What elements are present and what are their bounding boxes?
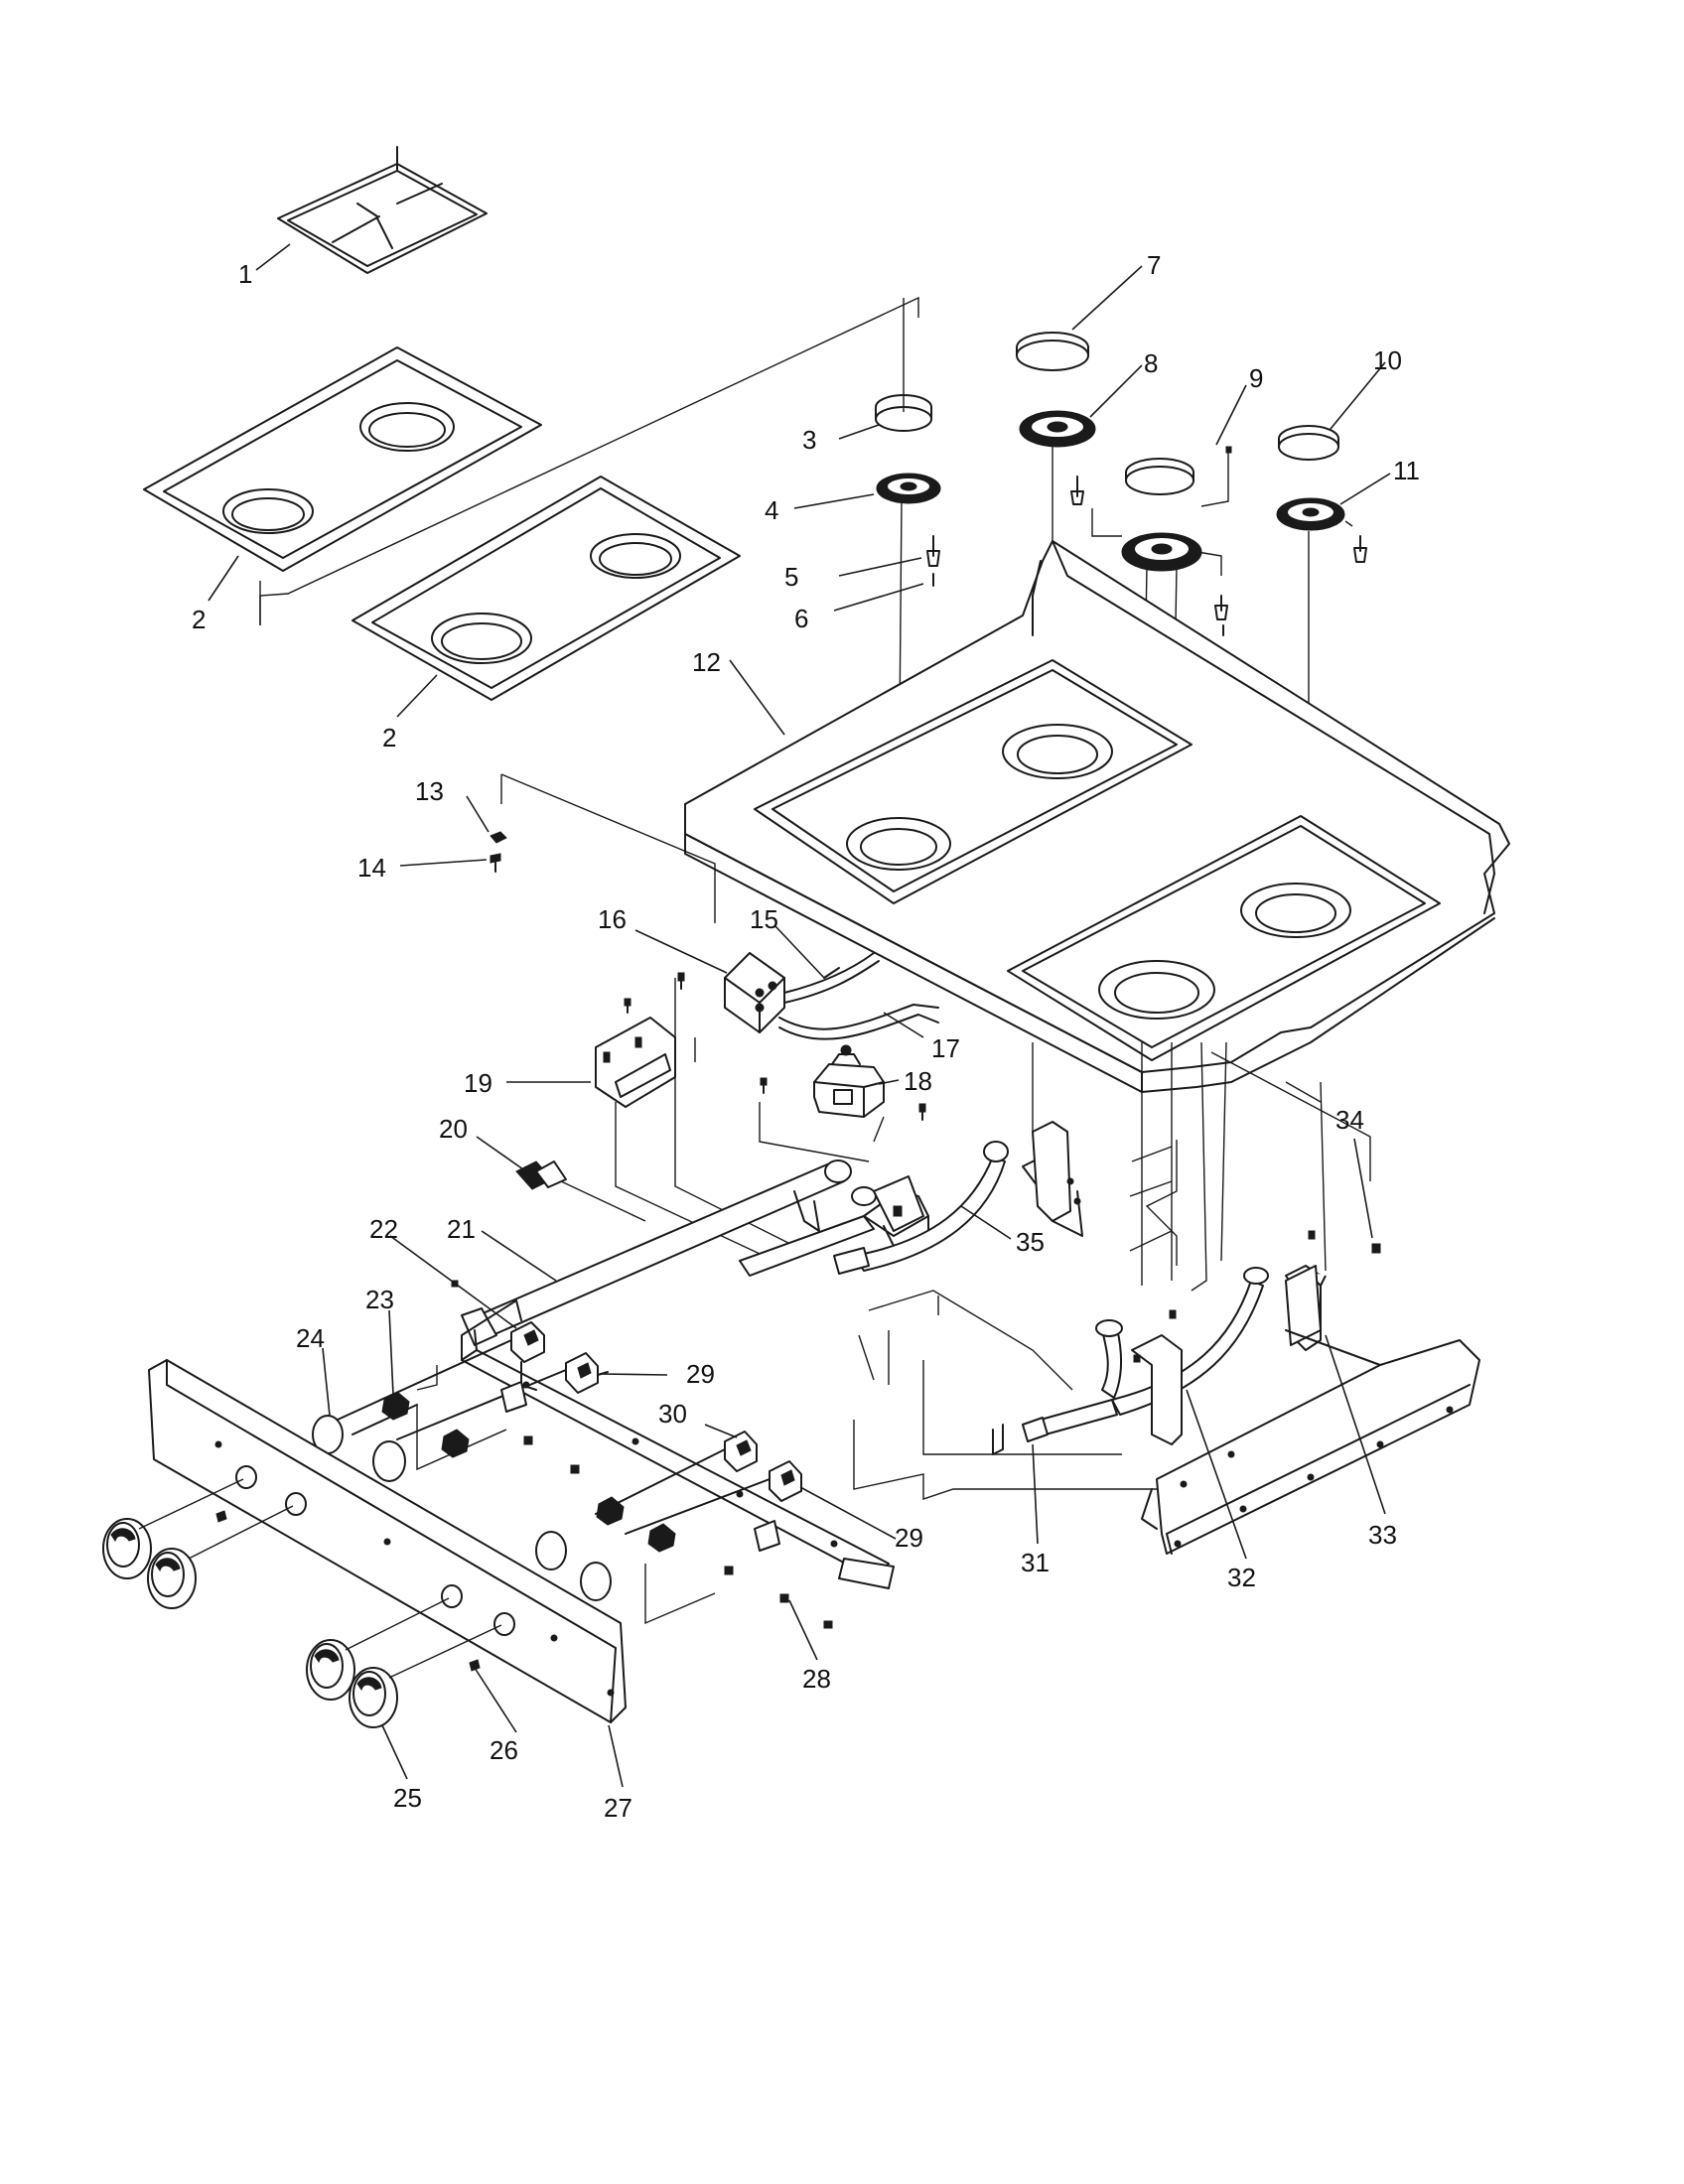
callout-17: 17 — [931, 1033, 960, 1063]
bracket-19 — [595, 1017, 676, 1108]
callout-2-upper: 2 — [192, 605, 206, 634]
nut-13 — [490, 831, 507, 844]
bracket-33 — [1285, 1265, 1322, 1346]
callout-32: 32 — [1227, 1563, 1256, 1592]
callout-12: 12 — [692, 647, 721, 677]
callout-34: 34 — [1335, 1105, 1364, 1135]
base-pan-outline — [853, 1041, 1480, 1555]
burner-tube-left-long — [461, 1160, 852, 1346]
callout-16: 16 — [598, 904, 627, 934]
callout-9: 9 — [1249, 363, 1263, 393]
burner-head-4 — [876, 473, 941, 504]
callout-3: 3 — [802, 425, 816, 455]
callout-29-lower: 29 — [895, 1523, 923, 1553]
callout-14: 14 — [357, 853, 386, 883]
burner-cap-7 — [1016, 332, 1089, 371]
leader-lines — [208, 243, 1391, 1788]
callout-labels: 1 2 2 3 4 5 6 7 8 9 10 11 12 13 14 15 16… — [192, 250, 1420, 1823]
screw-14 — [490, 853, 501, 873]
spark-module-16 — [724, 952, 785, 1033]
wire-harness-15 — [783, 952, 880, 1004]
callout-4: 4 — [765, 495, 778, 525]
callout-5: 5 — [784, 562, 798, 592]
callout-22: 22 — [369, 1214, 398, 1244]
bezels-24 — [312, 1415, 612, 1601]
callout-7: 7 — [1147, 250, 1161, 280]
valve-29b — [769, 1460, 802, 1502]
callout-13: 13 — [415, 776, 444, 806]
igniter-electrodes — [926, 446, 1367, 636]
valve-30 — [724, 1431, 758, 1472]
callout-19: 19 — [464, 1068, 492, 1098]
valve-shafts — [337, 1339, 771, 1625]
callout-29-upper: 29 — [686, 1359, 715, 1389]
callout-25: 25 — [393, 1783, 422, 1813]
valve-29a — [565, 1352, 609, 1394]
cooktop-main-top — [684, 540, 1510, 1093]
callout-1: 1 — [238, 259, 252, 289]
callout-6: 6 — [794, 604, 808, 633]
callout-11: 11 — [1393, 456, 1420, 485]
drip-pan-lower — [351, 476, 741, 701]
callout-27: 27 — [604, 1793, 632, 1823]
center-support-bracket — [1032, 1121, 1081, 1222]
callout-15: 15 — [750, 904, 778, 934]
control-panel-27 — [148, 1359, 627, 1723]
burner-cap-10 — [1278, 425, 1339, 461]
spring-clips-26 — [215, 1510, 481, 1672]
control-knobs-25 — [102, 1478, 502, 1728]
callout-26: 26 — [490, 1735, 518, 1765]
pressure-regulator-18 — [813, 1044, 885, 1118]
callout-18: 18 — [904, 1066, 932, 1096]
callout-31: 31 — [1021, 1548, 1050, 1577]
burner-tube-right-31 — [992, 1319, 1123, 1455]
burner-head-8 — [1019, 410, 1096, 448]
callout-30: 30 — [658, 1399, 687, 1429]
callout-35: 35 — [1016, 1227, 1045, 1257]
orifice-fitting-20 — [515, 1160, 646, 1222]
wire-harness-17 — [778, 1004, 939, 1040]
callout-2-lower: 2 — [382, 723, 396, 752]
callout-8: 8 — [1144, 348, 1158, 378]
callout-28: 28 — [802, 1664, 831, 1694]
callout-33: 33 — [1368, 1520, 1397, 1550]
burner-tube-left-short — [739, 1175, 929, 1277]
nuts-28 — [523, 1435, 833, 1629]
knob-adapters-23 — [381, 1391, 676, 1553]
drip-pan-upper — [143, 346, 542, 572]
manifold-pipe-21 — [461, 1299, 895, 1589]
callout-20: 20 — [439, 1114, 468, 1144]
manifold-clips — [500, 1381, 780, 1552]
burner-cap-center — [1125, 458, 1194, 495]
callout-10: 10 — [1373, 345, 1402, 375]
callout-21: 21 — [447, 1214, 476, 1244]
burner-head-center — [1121, 532, 1202, 572]
callout-23: 23 — [365, 1285, 394, 1314]
burner-head-11 — [1276, 497, 1345, 531]
callout-24: 24 — [296, 1323, 325, 1353]
burner-grate — [277, 146, 488, 274]
